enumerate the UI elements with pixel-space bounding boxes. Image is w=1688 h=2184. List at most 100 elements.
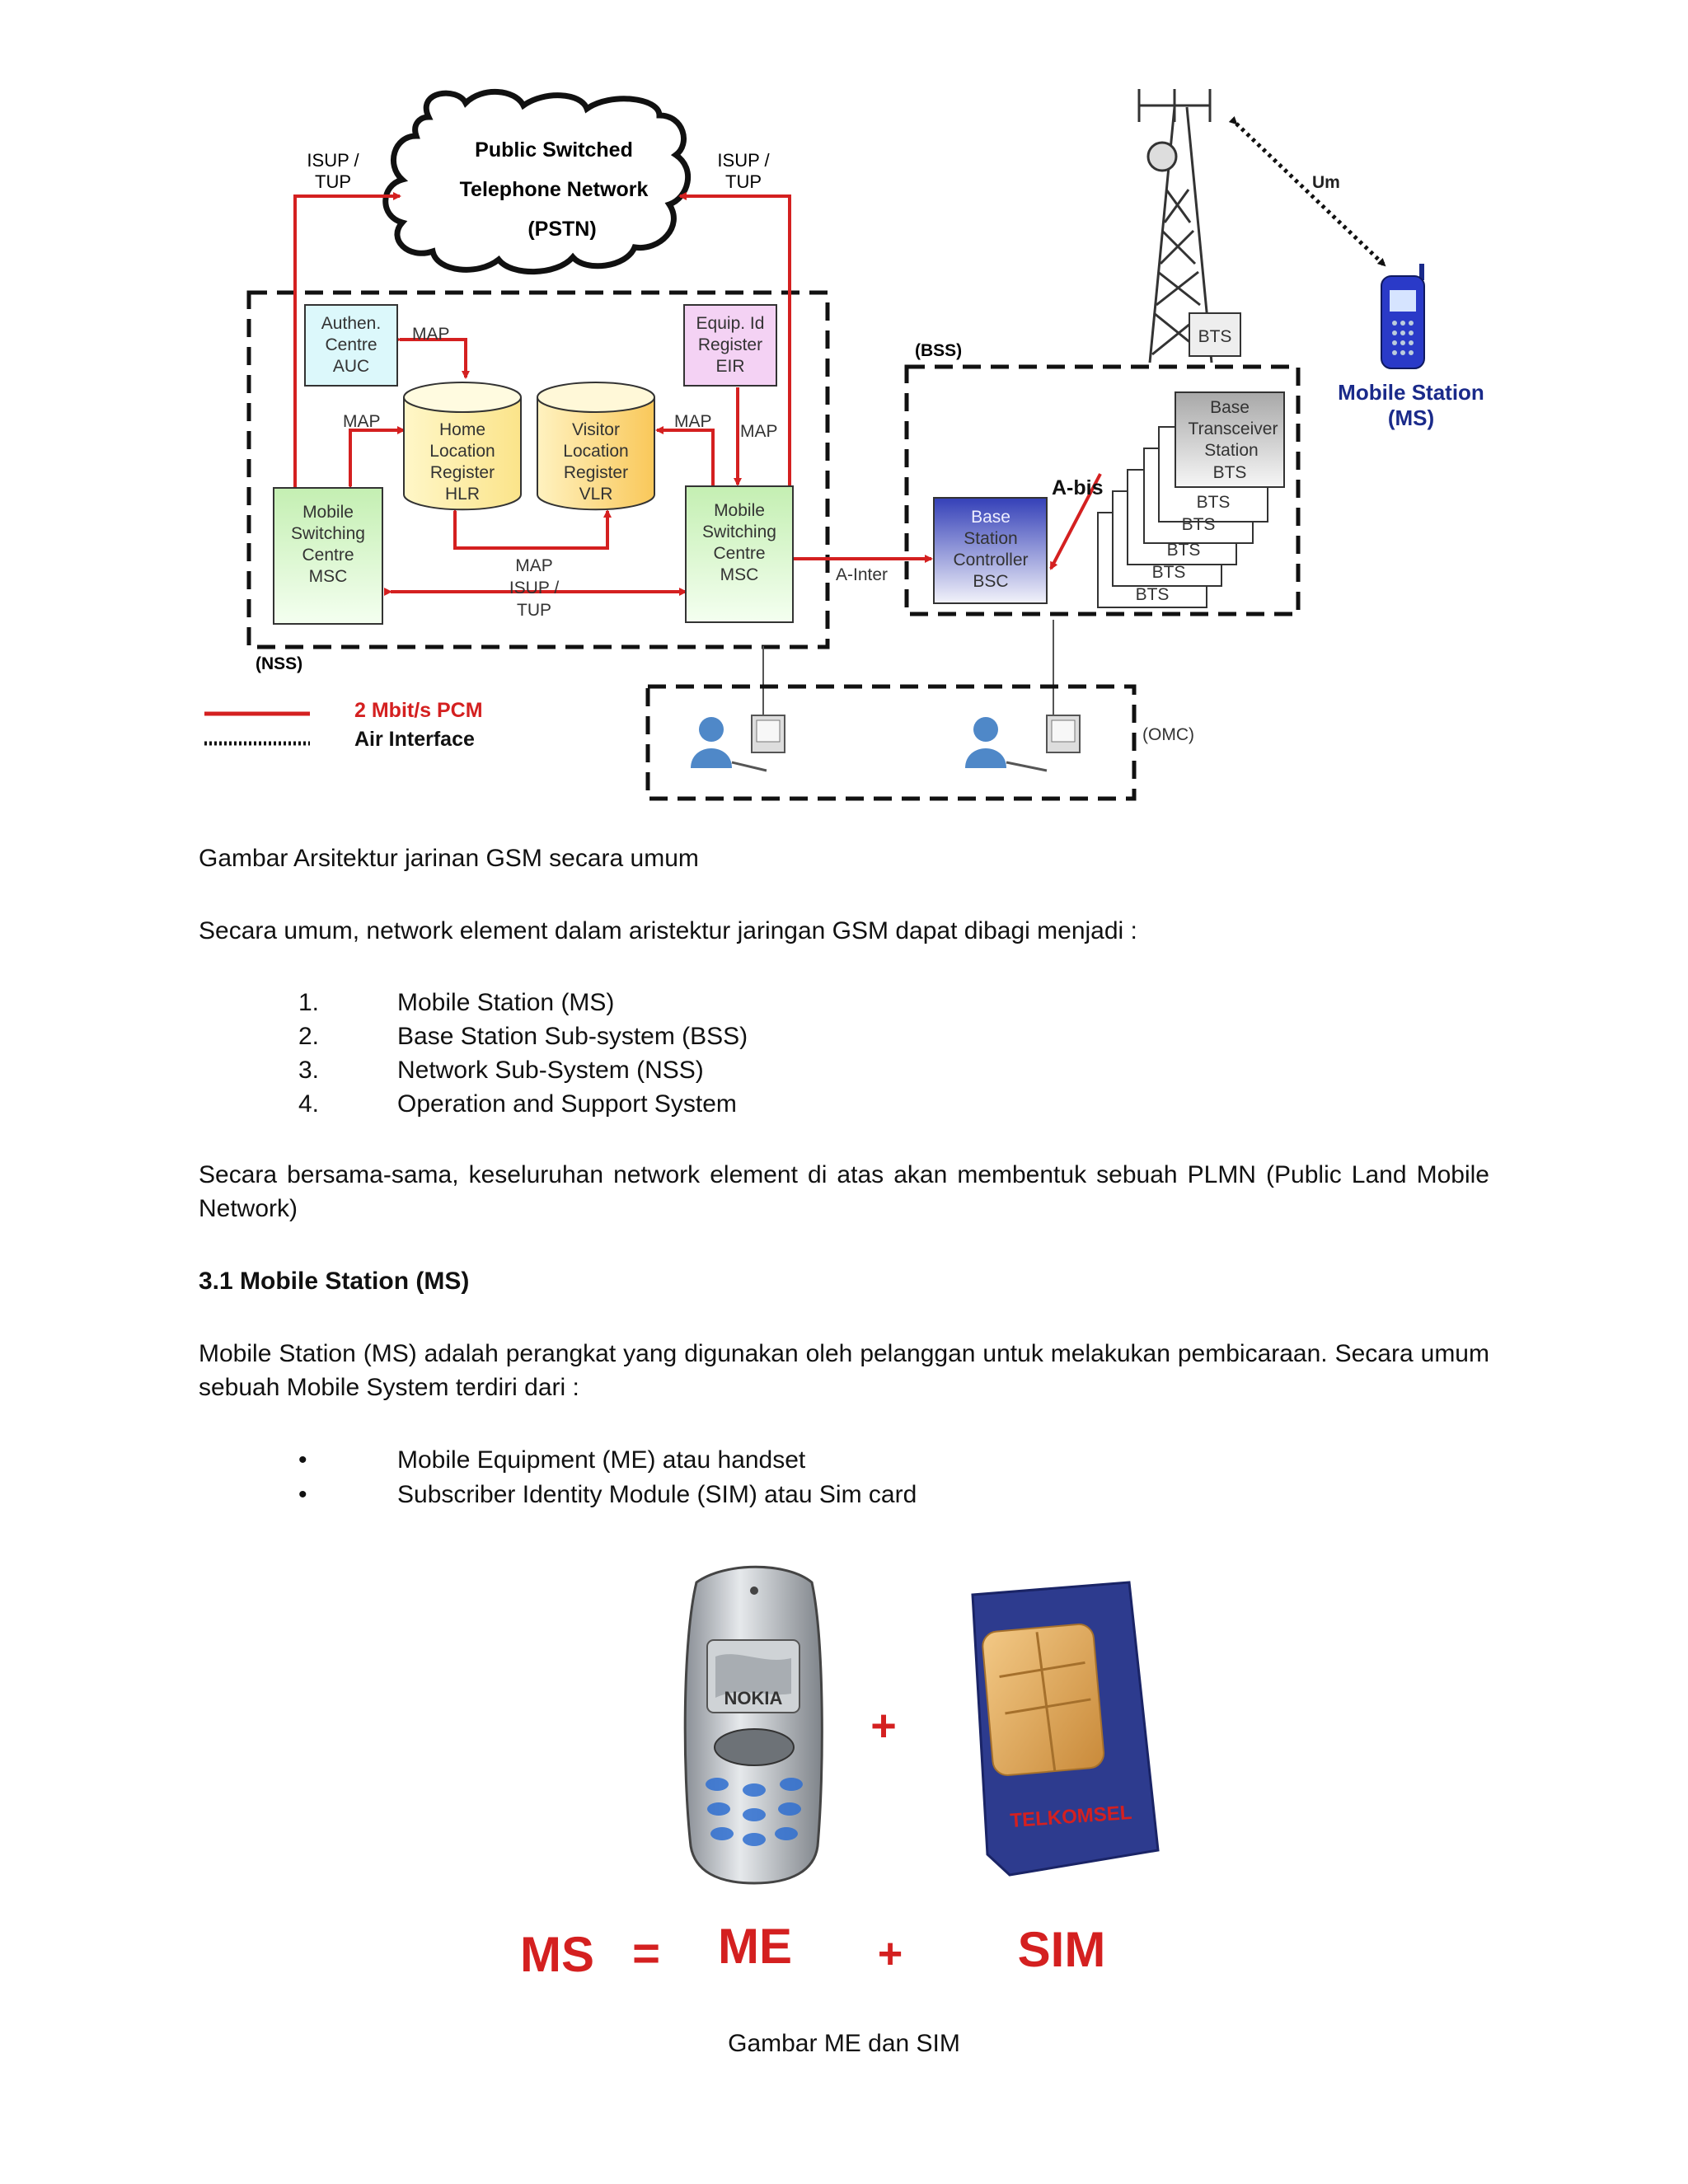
abis-label: A-bis	[1052, 476, 1104, 499]
gsm-architecture-diagram: Public Switched Telephone Network (PSTN)…	[204, 89, 1484, 801]
ms-component-list: • Mobile Equipment (ME) atau handset • S…	[0, 1443, 1688, 1517]
bts-tower-icon	[1137, 89, 1213, 363]
um-air-link	[1228, 115, 1386, 267]
map-left-label: MAP	[343, 412, 381, 431]
auc-label-1: Authen.	[321, 314, 381, 333]
list-number: 4.	[298, 1090, 320, 1118]
omc-label: (OMC)	[1142, 725, 1194, 744]
bts-stack-label-3: BTS	[1167, 541, 1201, 560]
eir-label-3: EIR	[715, 357, 744, 376]
list-number: 1.	[298, 989, 320, 1016]
hlr-label-2: Location	[429, 442, 495, 461]
auc-box	[304, 304, 398, 387]
vlr-label-1: Visitor	[572, 420, 620, 439]
network-element-list: 1. Mobile Station (MS) 2. Base Station S…	[0, 986, 1688, 1126]
bsc-box	[933, 497, 1048, 604]
msc-left-label-1: Mobile	[302, 503, 354, 522]
vlr-label-3: Register	[564, 463, 628, 482]
msc-left-box	[273, 487, 383, 625]
bts-front-label-1: Base	[1210, 398, 1250, 417]
bts-tower-box	[1189, 312, 1241, 357]
nss-label: (NSS)	[256, 654, 302, 673]
equation-equals: =	[632, 1927, 660, 1980]
mobile-station-icon	[1381, 264, 1425, 369]
operator-workstation-icon	[965, 715, 1081, 772]
bts-stack-label-1: BTS	[1136, 585, 1170, 604]
msc-right-box	[685, 485, 794, 623]
eir-box	[683, 304, 777, 387]
list-number: 2.	[298, 1023, 320, 1050]
bts-front-label-2: Transceiver	[1189, 419, 1278, 438]
bss-label: (BSS)	[915, 341, 962, 360]
eir-label-2: Register	[698, 335, 762, 354]
isup-bottom-label-2: TUP	[517, 601, 551, 620]
msc-right-label-3: Centre	[713, 544, 765, 563]
equation-plus: +	[878, 1930, 903, 1978]
map-eir-label: MAP	[740, 422, 778, 441]
um-label: Um	[1312, 173, 1340, 192]
bts-front-label-3: Station	[1204, 441, 1258, 460]
isup-tup-right-label-2: TUP	[725, 171, 762, 192]
isup-tup-left-label: ISUP /	[307, 150, 359, 171]
bts-stack-label-2: BTS	[1152, 563, 1186, 582]
equation-ms: MS	[520, 1927, 594, 1982]
isup-bottom-label-1: ISUP /	[509, 579, 559, 598]
figure-caption-architecture: Gambar Arsitektur jarinan GSM secara umu…	[199, 845, 699, 872]
vlr-database	[537, 382, 655, 511]
bts-tower-label: BTS	[1198, 327, 1232, 346]
me-sim-illustration: NOKIA + TELKOMSEL MS = ME + SIM	[520, 1565, 1160, 1982]
bsc-label-1: Base	[971, 508, 1010, 527]
isup-tup-left-label-2: TUP	[315, 171, 351, 192]
legend-air-label: Air Interface	[354, 728, 475, 751]
list-item-text: Base Station Sub-system (BSS)	[397, 1023, 748, 1050]
plmn-paragraph: Secara bersama-sama, keseluruhan network…	[199, 1161, 1489, 1222]
auc-label-3: AUC	[333, 357, 369, 376]
vlr-label-4: VLR	[579, 485, 613, 504]
msc-left-label-2: Switching	[291, 524, 365, 543]
auc-label-2: Centre	[325, 335, 377, 354]
plus-sign-top: +	[870, 1701, 897, 1750]
sim-card-image	[971, 1581, 1160, 1877]
pstn-title-line3: (PSTN)	[528, 218, 596, 241]
map-right-label: MAP	[674, 412, 712, 431]
map-bottom-label: MAP	[515, 556, 553, 575]
msc-left-label-3: Centre	[302, 546, 354, 565]
list-item-text: Mobile Station (MS)	[397, 989, 615, 1016]
nss-boundary	[246, 290, 830, 649]
list-item-text: Network Sub-System (NSS)	[397, 1057, 704, 1084]
equation-sim: SIM	[1018, 1922, 1106, 1977]
msc-left-label-4: MSC	[309, 567, 348, 586]
pstn-title-line2: Telephone Network	[460, 178, 649, 201]
list-number: 3.	[298, 1057, 320, 1084]
hlr-database	[403, 382, 522, 511]
msc-right-label-4: MSC	[720, 565, 759, 584]
phone-brand-label: NOKIA	[724, 1688, 783, 1708]
a-inter-label: A-Inter	[836, 565, 888, 584]
bts-stack-label-4: BTS	[1182, 515, 1216, 534]
isup-tup-right-label: ISUP /	[717, 150, 770, 171]
list-item-text: Operation and Support System	[397, 1090, 737, 1118]
figure-caption-me-sim: Gambar ME dan SIM	[728, 2030, 960, 2057]
operator-workstation-icon	[691, 715, 785, 772]
bss-boundary	[904, 364, 1301, 616]
bts-stack-label-5: BTS	[1197, 493, 1231, 512]
hlr-label-3: Register	[430, 463, 495, 482]
bullet-icon: •	[298, 1481, 307, 1508]
msc-right-label-1: Mobile	[714, 501, 765, 520]
list-item-text: Subscriber Identity Module (SIM) atau Si…	[397, 1481, 917, 1508]
bsc-label-3: Controller	[953, 551, 1028, 569]
eir-label-1: Equip. Id	[696, 314, 765, 333]
legend-pcm-label: 2 Mbit/s PCM	[354, 699, 483, 722]
ms-paragraph: Mobile Station (MS) adalah perangkat yan…	[199, 1340, 1489, 1401]
bullet-icon: •	[298, 1446, 307, 1474]
hlr-label-4: HLR	[445, 485, 480, 504]
list-item-text: Mobile Equipment (ME) atau handset	[397, 1446, 806, 1474]
equation-me: ME	[718, 1919, 792, 1974]
map-auc-label: MAP	[412, 325, 450, 344]
bts-front-label-4: BTS	[1213, 463, 1247, 482]
bsc-label-2: Station	[964, 529, 1017, 548]
nokia-phone-image	[683, 1565, 823, 1885]
hlr-label-1: Home	[439, 420, 485, 439]
section-heading: 3.1 Mobile Station (MS)	[199, 1268, 470, 1295]
pstn-title-line1: Public Switched	[475, 138, 633, 162]
